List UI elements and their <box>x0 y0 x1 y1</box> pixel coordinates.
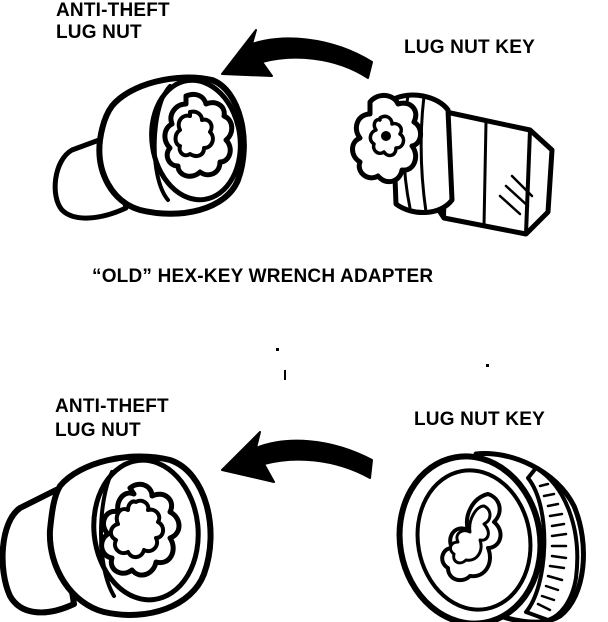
bottom-direction-arrow-icon <box>221 431 373 483</box>
top-key-label: LUG NUT KEY <box>404 37 535 58</box>
top-anti-theft-lug-nut-illustration <box>52 74 247 221</box>
bottom-lug-nut-label-line2: LUG NUT <box>55 420 141 441</box>
scan-specks <box>276 348 489 380</box>
top-lug-nut-key-illustration <box>350 92 555 237</box>
top-lug-nut-label-line2: LUG NUT <box>56 22 142 43</box>
top-caption: “OLD” HEX-KEY WRENCH ADAPTER <box>92 266 434 287</box>
top-lug-nut-label-line1: ANTI-THEFT <box>56 0 170 21</box>
top-direction-arrow-icon <box>221 29 373 79</box>
bottom-anti-theft-lug-nut-illustration <box>0 453 214 618</box>
bottom-key-label: LUG NUT KEY <box>414 409 545 430</box>
bottom-lug-nut-label-line1: ANTI-THEFT <box>55 396 169 417</box>
bottom-lug-nut-key-illustration <box>396 450 586 622</box>
